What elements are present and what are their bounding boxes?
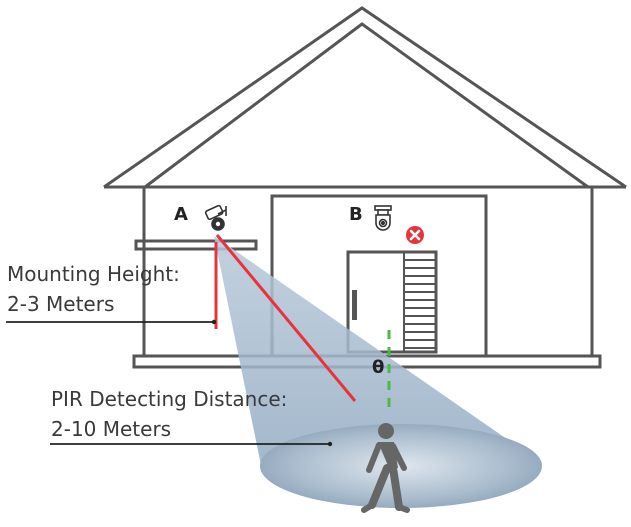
walking-person-icon xyxy=(361,423,410,513)
mounting-height-value: 2-3 Meters xyxy=(7,292,114,316)
camera-b-label: B xyxy=(349,204,363,225)
angle-label: θ xyxy=(372,357,384,378)
dome-camera-icon xyxy=(374,205,392,231)
pir-distance-title: PIR Detecting Distance: xyxy=(51,387,287,411)
detection-beam-line xyxy=(215,234,357,402)
mounting-height-title: Mounting Height: xyxy=(7,262,180,286)
pir-distance-leader-dot xyxy=(327,441,333,447)
slat-frame xyxy=(403,251,437,353)
window-ledge xyxy=(134,239,258,251)
roof-outer xyxy=(103,6,627,189)
slatted-panel xyxy=(403,251,437,353)
camera-a-label: A xyxy=(174,204,188,225)
red-x-icon xyxy=(406,226,424,244)
bullet-camera-icon xyxy=(204,204,227,231)
pir-distance-value: 2-10 Meters xyxy=(51,417,171,441)
door-handle xyxy=(352,290,357,320)
roof xyxy=(103,6,627,189)
mounting-height-leader-dot xyxy=(211,319,217,325)
roof-inner xyxy=(144,22,589,189)
